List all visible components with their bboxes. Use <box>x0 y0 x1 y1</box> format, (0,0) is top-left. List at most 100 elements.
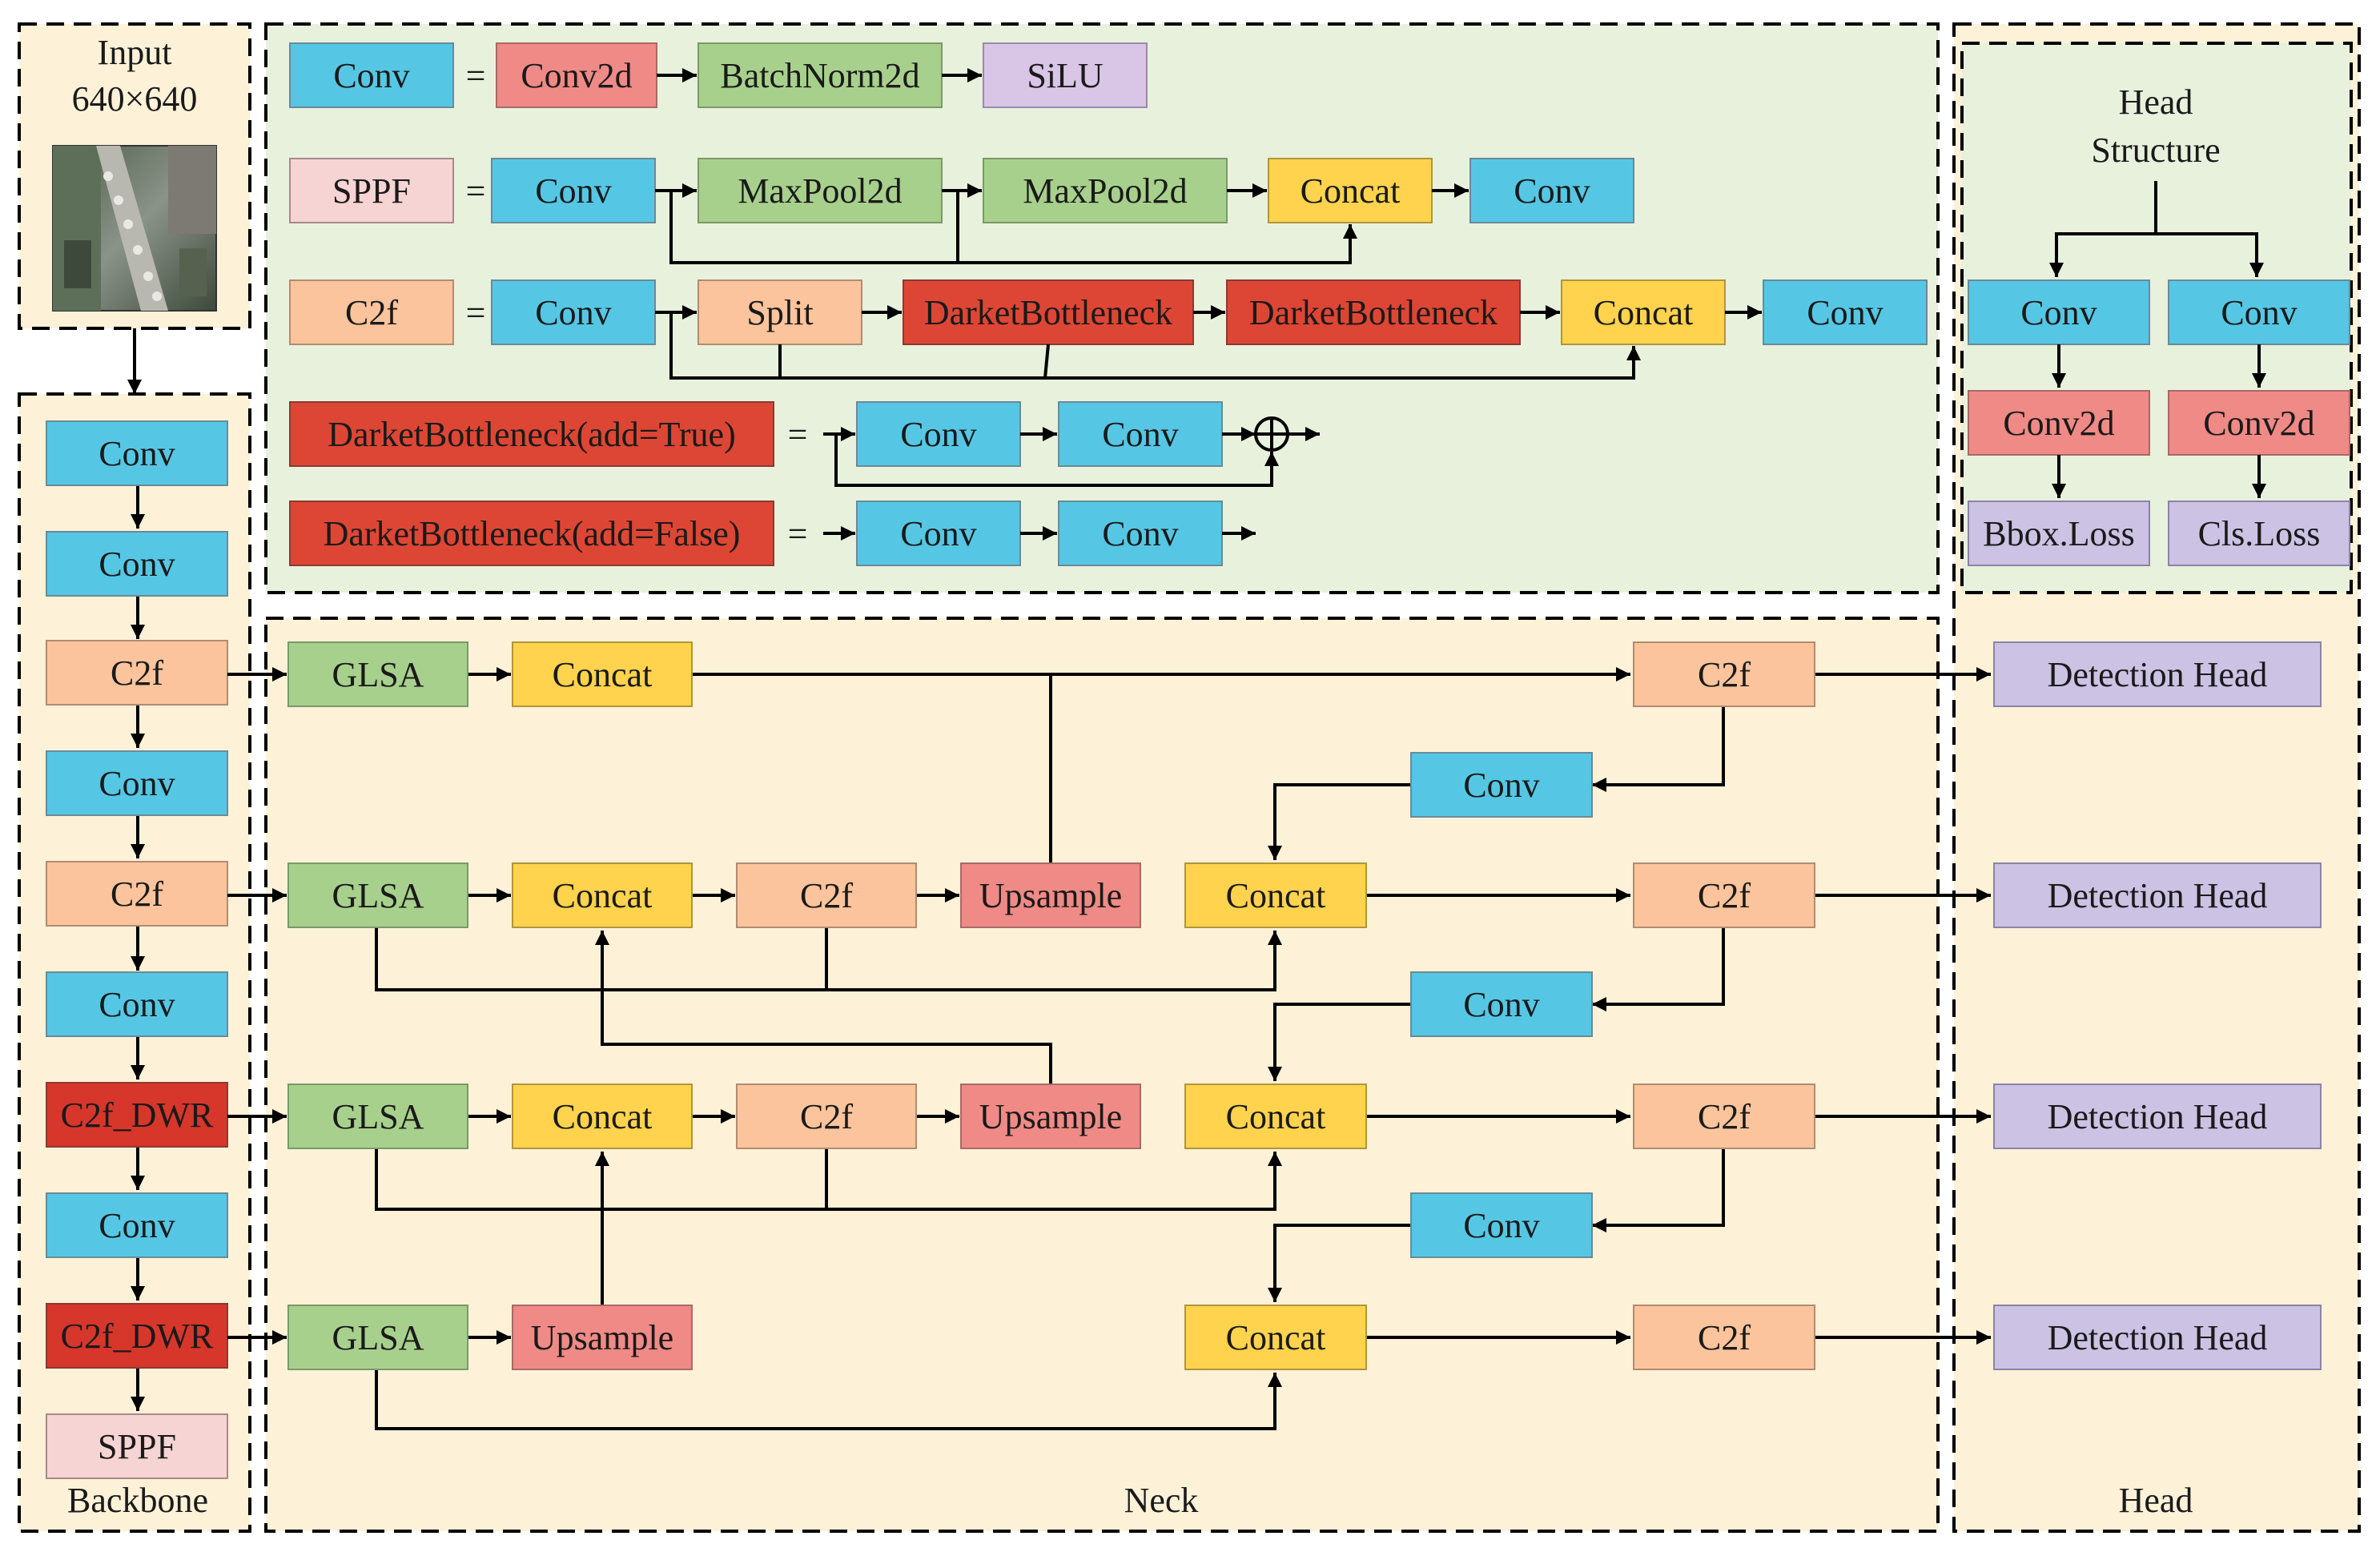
legend-darket-true-label: DarketBottleneck(add=True) <box>328 415 735 454</box>
legend-darket-false-label: DarketBottleneck(add=False) <box>324 514 741 553</box>
legend-row-conv: Conv = Conv2d BatchNorm2d SiLU <box>289 42 1148 108</box>
equals-sign: = <box>466 56 486 95</box>
c2f-block: C2f <box>736 862 917 928</box>
head-conv-left-label: Conv <box>2020 293 2097 332</box>
backbone-block: C2f_DWR <box>46 1303 228 1369</box>
legend-sppf-label: SPPF <box>332 171 411 211</box>
legend-darket-label: DarketBottleneck <box>924 293 1172 332</box>
conv-label: Conv <box>1463 1206 1539 1245</box>
legend-silu-label: SiLU <box>1027 56 1103 95</box>
glsa-label: GLSA <box>332 655 424 694</box>
glsa-label: GLSA <box>332 1318 424 1357</box>
detection-head-block: Detection Head <box>1993 1305 2322 1370</box>
legend-conv-label: Conv <box>900 514 976 553</box>
input-title-line2: 640×640 <box>72 79 198 119</box>
backbone-block-label: Conv <box>98 545 175 584</box>
backbone-block-label: C2f <box>111 653 163 693</box>
equals-sign: = <box>788 415 808 454</box>
concat-label: Concat <box>553 1097 653 1136</box>
glsa-label: GLSA <box>332 876 424 915</box>
detection-head-label: Detection Head <box>2048 876 2268 915</box>
legend-conv-label: Conv <box>333 56 409 95</box>
c2f-block: C2f <box>1633 862 1815 928</box>
backbone-block: C2f <box>46 861 228 927</box>
glsa-label: GLSA <box>332 1097 424 1136</box>
equals-sign: = <box>466 171 486 211</box>
concat-label: Concat <box>1226 1097 1326 1136</box>
backbone-block: C2f <box>46 640 228 706</box>
backbone-block-label: C2f_DWR <box>61 1096 214 1135</box>
aerial-photo-icon <box>52 145 217 312</box>
glsa-block: GLSA <box>287 1084 468 1149</box>
legend-concat-label: Concat <box>1594 293 1694 332</box>
detection-head-label: Detection Head <box>2048 1318 2268 1357</box>
head-bbox-loss-label: Bbox.Loss <box>1983 514 2134 553</box>
c2f-label: C2f <box>1698 876 1751 915</box>
concat-block: Concat <box>512 862 693 928</box>
backbone-block-label: SPPF <box>98 1427 176 1466</box>
circle-plus-icon <box>1254 416 1289 452</box>
conv-label: Conv <box>1463 766 1539 805</box>
backbone-block-label: Conv <box>98 434 175 473</box>
detection-head-block: Detection Head <box>1993 641 2322 707</box>
backbone-block-label: Conv <box>98 764 175 803</box>
upsample-block: Upsample <box>512 1305 693 1370</box>
c2f-block: C2f <box>736 1084 917 1149</box>
backbone-block-label: Conv <box>98 985 175 1024</box>
backbone-block-label: Conv <box>98 1206 175 1245</box>
legend-row-sppf: SPPF = Conv MaxPool2d MaxPool2d Concat C… <box>289 158 1634 264</box>
c2f-block: C2f <box>1633 1305 1815 1370</box>
upsample-label: Upsample <box>979 876 1122 915</box>
concat-label: Concat <box>553 655 653 694</box>
legend-conv-label: Conv <box>1807 293 1883 332</box>
head-conv2d-right-label: Conv2d <box>2203 404 2314 443</box>
neck-connections <box>227 667 1991 1430</box>
concat-block: Concat <box>1184 862 1367 928</box>
backbone-block: Conv <box>46 971 228 1037</box>
c2f-block: C2f <box>1633 641 1815 707</box>
legend-maxpool-label: MaxPool2d <box>738 171 902 211</box>
conv-block: Conv <box>1410 1192 1593 1258</box>
legend-c2f-label: C2f <box>345 293 398 332</box>
head-conv2d-left-label: Conv2d <box>2003 404 2114 443</box>
backbone-block: Conv <box>46 531 228 597</box>
legend-conv-label: Conv <box>535 171 611 211</box>
detection-head-label: Detection Head <box>2048 655 2268 694</box>
backbone-block-label: C2f_DWR <box>61 1317 214 1356</box>
legend-row-darket-true: DarketBottleneck(add=True) = Conv Conv <box>289 401 1320 487</box>
equals-sign: = <box>788 514 808 553</box>
c2f-block: C2f <box>1633 1084 1815 1149</box>
concat-block: Concat <box>512 641 693 707</box>
head-cls-loss-label: Cls.Loss <box>2198 514 2321 553</box>
c2f-label: C2f <box>800 1097 853 1136</box>
upsample-block: Upsample <box>960 862 1141 928</box>
equals-sign: = <box>466 293 486 332</box>
head-label: Head <box>2119 1481 2193 1520</box>
glsa-block: GLSA <box>287 862 468 928</box>
legend-batchnorm-label: BatchNorm2d <box>720 56 919 95</box>
concat-block: Concat <box>1184 1305 1367 1370</box>
head-structure-title-line2: Structure <box>2091 131 2220 170</box>
backbone-stack: Conv Conv C2f Conv C2f Conv C2f_DWR Conv… <box>46 420 228 1479</box>
backbone-block: SPPF <box>46 1413 228 1479</box>
backbone-block-label: C2f <box>111 874 163 914</box>
legend-conv-label: Conv <box>1102 514 1178 553</box>
concat-block: Concat <box>512 1084 693 1149</box>
neck-label: Neck <box>1124 1481 1199 1520</box>
concat-label: Concat <box>1226 1318 1326 1357</box>
legend-conv2d-label: Conv2d <box>521 56 632 95</box>
backbone-block: Conv <box>46 420 228 486</box>
c2f-label: C2f <box>1698 1318 1751 1357</box>
legend-darket-label: DarketBottleneck <box>1249 293 1498 332</box>
c2f-label: C2f <box>1698 655 1751 694</box>
head-structure: Head Structure Conv Conv Conv2d Conv2d B… <box>1968 82 2350 566</box>
concat-block: Concat <box>1184 1084 1367 1149</box>
detection-head-label: Detection Head <box>2048 1097 2268 1136</box>
concat-label: Concat <box>553 876 653 915</box>
detection-heads: Detection Head Detection Head Detection … <box>1993 641 2322 1370</box>
head-conv-right-label: Conv <box>2221 293 2297 332</box>
legend-concat-label: Concat <box>1301 171 1401 211</box>
legend-conv-label: Conv <box>535 293 611 332</box>
backbone-label: Backbone <box>67 1481 208 1520</box>
